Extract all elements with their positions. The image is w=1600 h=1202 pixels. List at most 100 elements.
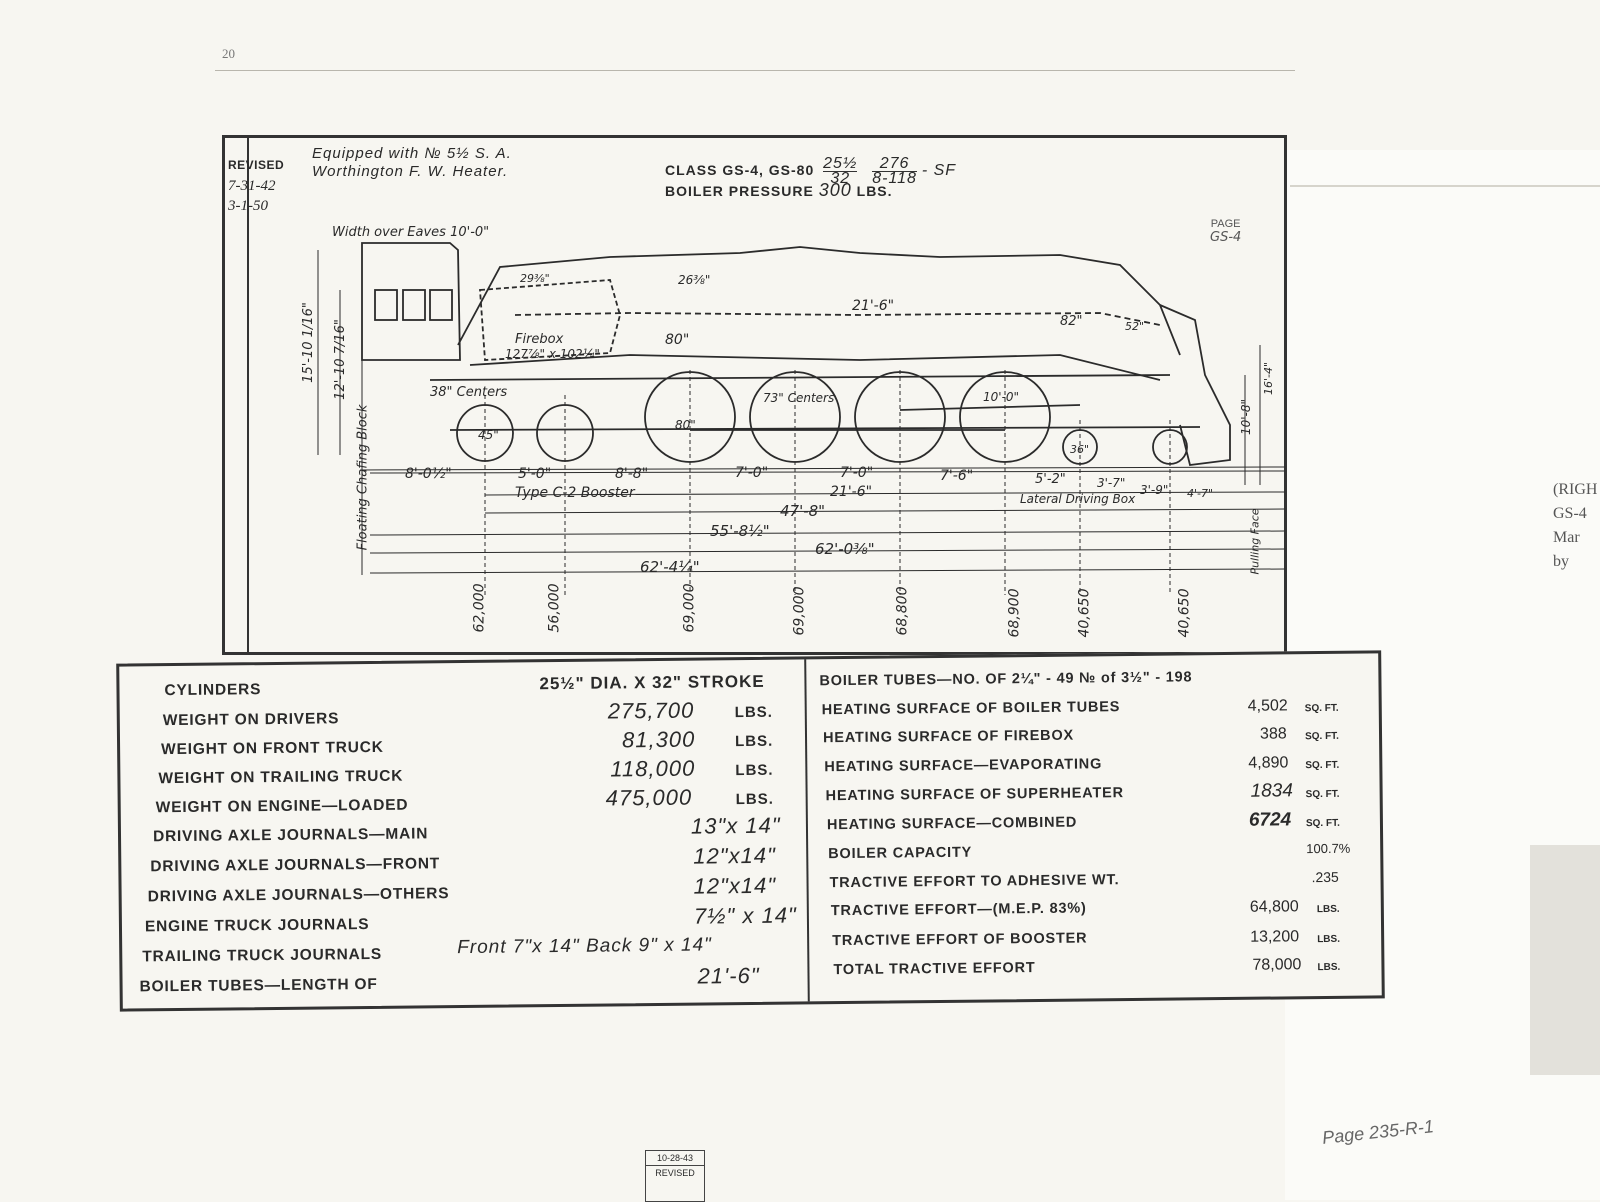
spec-left-unit: LBS. <box>734 732 774 751</box>
book-page-number: 20 <box>222 46 235 61</box>
revised-date: 3-1-50 <box>228 198 268 214</box>
class-fraction-bottom: 32 <box>830 170 851 187</box>
locomotive-diagram <box>317 242 1285 595</box>
spec-left-row: ENGINE TRUCK JOURNALS <box>144 915 370 936</box>
dim-label: 62'-0⅜" <box>815 540 875 558</box>
spec-left-value: 12"x14" <box>693 872 777 899</box>
spec-right-unit: SQ. FT. <box>1305 817 1340 830</box>
firebox-outline <box>479 279 621 361</box>
dim-label: 52" <box>1125 320 1145 333</box>
boiler-pressure-line: BOILER PRESSURE 300 LBS. <box>665 180 893 201</box>
axle-load: 56,000 <box>546 583 563 633</box>
dim-label: 5'-0" <box>518 466 552 482</box>
dim-line <box>369 530 1285 536</box>
page-ref: PAGE GS-4 <box>1210 218 1241 245</box>
spec-right-value: 78,000 <box>1252 956 1302 974</box>
dim-label: 26⅜" <box>678 273 711 287</box>
spec-right-value: 64,800 <box>1249 898 1299 916</box>
spec-left-value: 12"x14" <box>693 842 776 869</box>
spec-right-unit: LBS. <box>1316 903 1340 916</box>
wheel-45-label: 45" <box>478 428 499 442</box>
cab-window <box>402 289 426 321</box>
dim-label: 5'-2" <box>1035 472 1066 487</box>
running-board <box>429 374 1171 381</box>
dim-label: 47'-8" <box>780 502 826 520</box>
spec-right-unit: LBS. <box>1317 961 1341 974</box>
spec-left-unit: LBS. <box>734 703 774 722</box>
spec-right-unit: LBS. <box>1317 933 1341 946</box>
dim-label: 16'-4" <box>1262 361 1276 396</box>
axle-load: 69,000 <box>681 583 698 633</box>
spec-right-unit: SQ. FT. <box>1304 730 1340 743</box>
width-over-eaves-label: Width over Eaves 10'-0" <box>332 225 490 240</box>
spec-right-row: HEATING SURFACE OF BOILER TUBES <box>821 699 1121 719</box>
spec-left-value: 7½" x 14" <box>693 902 797 929</box>
right-page-edge <box>1290 185 1600 187</box>
spec-left-value: 13"x 14" <box>690 812 781 839</box>
spec-right-value: 6724 <box>1248 809 1292 831</box>
spec-left-row: BOILER TUBES—LENGTH OF <box>139 975 378 996</box>
spec-left-value: 25½" DIA. X 32" STROKE <box>539 671 765 694</box>
spec-right-row: TRACTIVE EFFORT OF BOOSTER <box>832 930 1088 950</box>
right-caption: (RIGH GS-4 Mar by <box>1553 478 1597 574</box>
spec-table: CYLINDERS 25½" DIA. X 32" STROKE WEIGHT … <box>116 650 1385 1012</box>
axle-load: 40,650 <box>1076 588 1093 638</box>
dim-label: 7'-6" <box>940 468 974 484</box>
spec-right-value: 4,502 <box>1247 697 1288 715</box>
spec-left-row: CYLINDERS <box>164 681 262 700</box>
dim-line <box>369 568 1285 574</box>
dim-line <box>369 548 1285 554</box>
dim-label: 21'-6" <box>852 298 895 314</box>
spec-left-value: 118,000 <box>610 755 696 782</box>
centers-73-label: 73" Centers <box>763 391 835 405</box>
boiler-pressure-unit: LBS. <box>856 183 893 199</box>
boiler-outline <box>457 246 1181 356</box>
dim-label: 8'-8" <box>615 466 649 482</box>
spec-right-value: 13,200 <box>1250 928 1300 946</box>
spec-right-row: TOTAL TRACTIVE EFFORT <box>833 960 1036 979</box>
spec-left-value: Front 7"x 14" Back 9" x 14" <box>457 934 712 959</box>
page-ref-value: GS-4 <box>1210 230 1242 245</box>
dim-label: 8'-0½" <box>405 466 452 482</box>
spec-left-unit: LBS. <box>735 790 774 809</box>
spec-right-row: BOILER CAPACITY <box>828 844 973 863</box>
smokebox-front <box>1159 304 1231 466</box>
dim-label: 55'-8½" <box>710 522 770 540</box>
dim-label: 80" <box>665 332 690 348</box>
spec-left-row: WEIGHT ON TRAILING TRUCK <box>158 767 404 788</box>
dim-label: 3'-7" <box>1097 476 1126 490</box>
dim-label: 7'-0" <box>735 465 769 481</box>
class-fraction2-top: 276 <box>872 156 917 172</box>
dia-10-label: 10'-0" <box>983 390 1020 404</box>
spec-right-row: HEATING SURFACE—COMBINED <box>826 814 1078 834</box>
spec-right-row: BOILER TUBES—NO. OF 2¼" - 49 № of 3½" - … <box>819 669 1193 690</box>
spec-right-row: HEATING SURFACE OF SUPERHEATER <box>825 785 1124 805</box>
spec-right-row: HEATING SURFACE OF FIREBOX <box>822 727 1075 747</box>
class-line: CLASS GS-4, GS-80 25½ 32 276 8-118 - SF <box>665 156 956 187</box>
caption-line: by <box>1553 553 1569 570</box>
class-fraction2-bottom: 8-118 <box>872 170 917 187</box>
spec-left-row: WEIGHT ON FRONT TRUCK <box>161 738 384 759</box>
spec-right-value: 388 <box>1259 725 1287 743</box>
height-2-label: 12'-10 7/16" <box>332 319 348 400</box>
spec-left-unit: LBS. <box>735 761 774 780</box>
spec-right-unit: SQ. FT. <box>1304 702 1339 715</box>
height-1-label: 15'-10 1/16" <box>300 302 316 383</box>
firebox-label: Firebox <box>515 332 564 347</box>
photo-placeholder <box>1530 845 1600 1075</box>
caption-line: Mar <box>1553 529 1580 546</box>
spec-left-row: DRIVING AXLE JOURNALS—FRONT <box>150 855 441 876</box>
revised-label: REVISED <box>228 158 285 172</box>
spec-right-unit: SQ. FT. <box>1305 759 1340 772</box>
centers-38-label: 38" Centers <box>430 385 508 400</box>
axle-load: 69,000 <box>791 586 808 636</box>
dim-label: 7'-0" <box>840 465 874 481</box>
rail <box>359 466 1285 471</box>
cab-window <box>429 289 453 321</box>
frame <box>449 426 1201 431</box>
caption-line: (RIGH <box>1553 481 1598 498</box>
class-label: CLASS GS-4, GS-80 <box>665 162 815 179</box>
spec-right-row: TRACTIVE EFFORT—(M.E.P. 83%) <box>830 900 1087 920</box>
dim-label: 10'-8" <box>1239 398 1254 436</box>
header-rule <box>215 70 1295 71</box>
